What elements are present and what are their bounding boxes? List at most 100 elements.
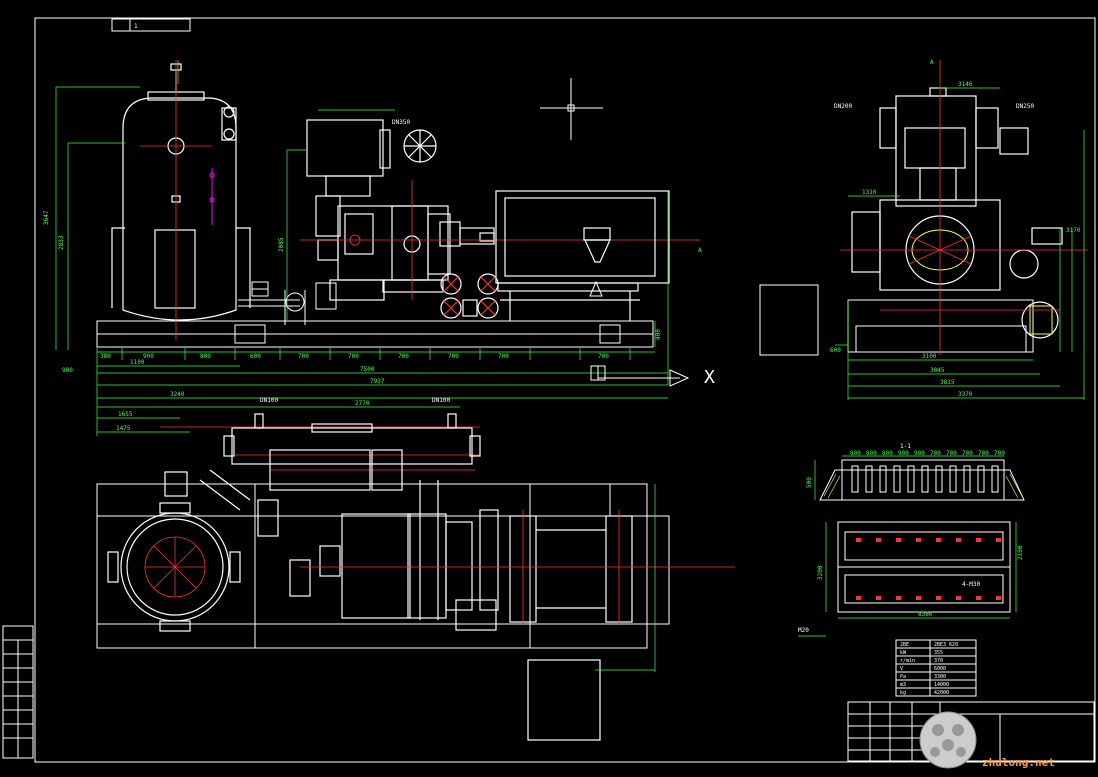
spec-row-label: Pa: [900, 674, 906, 680]
left-dim: 900: [62, 367, 73, 374]
overall-dim-2: 7937: [370, 378, 385, 385]
base-segment: 700: [498, 353, 509, 360]
heat-exchanger: [223, 413, 481, 491]
base-segment: 900: [143, 353, 154, 360]
side-dimension-lines: [835, 87, 1085, 400]
spec-row-value: 370: [934, 658, 943, 664]
crosshair: [540, 78, 603, 140]
side-dim-bottom: 3370: [958, 391, 973, 398]
side-tank: [879, 87, 1029, 207]
watermark-domain: zhulong.net: [982, 756, 1055, 769]
pump-details: [300, 180, 700, 300]
spec-row-value: 14000: [934, 682, 949, 688]
side-view: A 3146 DN200 DN250 1310 3100 3045 3815 3…: [759, 59, 1088, 400]
base-segment: 700: [398, 353, 409, 360]
foundation-segment: 900: [914, 450, 925, 457]
revision-table: [2, 625, 34, 759]
foundation-bolts: [856, 538, 1001, 600]
vacuum-pump: [317, 205, 495, 301]
side-pump-center: [840, 60, 1088, 355]
side-top-label: A: [930, 59, 934, 66]
side-dim-bottom: 3815: [940, 379, 955, 386]
side-dim-bottom: 3100: [922, 353, 937, 360]
base-segment: 700: [348, 353, 359, 360]
base-height-dim: 400: [655, 329, 662, 340]
tank-height-dim-1: 3647: [43, 210, 50, 225]
sheet-frame: [34, 17, 1096, 763]
plan-offset-dim-2: 1475: [116, 425, 131, 432]
foundation-width-dim: 3200: [817, 565, 824, 580]
motor-plan: [509, 515, 633, 741]
gearbox: [306, 119, 437, 237]
base-segment: 700: [598, 353, 609, 360]
axis-label: X: [704, 367, 715, 388]
side-right-dim: 3170: [1066, 227, 1081, 234]
side-dim-left: 1310: [862, 189, 877, 196]
foundation-segment: 700: [962, 450, 973, 457]
spec-table: 2BE 2BE3 620 kW 355 r/min 370 V 6000 Pa …: [895, 639, 977, 697]
side-left-label: DN200: [834, 103, 852, 110]
plan-dimension-lines: [96, 392, 668, 672]
plan-span-dim: 2770: [355, 400, 370, 407]
foundation-dimension-lines: [798, 455, 1017, 637]
foundation-segment: 700: [930, 450, 941, 457]
spec-row-value: 2BE3 620: [934, 642, 958, 648]
plan-offset-dim-1: 1655: [118, 411, 133, 418]
front-view: 3647 2833 2085 400 DN350 380 900 800 600…: [43, 60, 715, 392]
motor-plan-center: [300, 510, 735, 625]
foundation-depth-dim: 500: [806, 477, 813, 488]
plan-overall-dim: 3240: [170, 391, 185, 398]
watermark-logo: [919, 711, 977, 769]
foundation-width-dim: 2100: [1017, 545, 1024, 560]
motor-mark: [589, 280, 603, 297]
foundation-section: [819, 459, 1025, 501]
wheel-group: [440, 273, 499, 319]
arrow-label: A: [698, 247, 702, 254]
front-piping: [238, 281, 337, 325]
spec-row-value: 355: [934, 650, 943, 656]
front-axis: [590, 365, 690, 387]
spec-table-grid: [895, 639, 977, 697]
foundation-section-title: 1-1: [900, 443, 911, 450]
sheet-number: 1: [134, 23, 138, 30]
foundation-segment: 700: [946, 450, 957, 457]
side-right-label: DN250: [1016, 103, 1034, 110]
plan-nozzle-1: DN100: [260, 397, 278, 404]
plan-nozzle-2: DN100: [432, 397, 450, 404]
tank-plan-hatch: [144, 426, 480, 598]
foundation-plan: [837, 521, 1011, 613]
separator-tank: [111, 63, 251, 321]
foundation-length-dim: 8380: [918, 611, 933, 618]
side-top-dim: 3146: [958, 81, 973, 88]
front-dimension-lines: [55, 60, 669, 392]
foundation-bolt-label: 4-M30: [962, 581, 980, 588]
drive-motor: [495, 190, 670, 321]
spec-row-value: 6000: [934, 666, 946, 672]
spec-row-label: kg: [900, 690, 906, 696]
side-pump-accent: [911, 229, 1053, 335]
side-dim-bottom: 3045: [930, 367, 945, 374]
plan-base: [96, 483, 670, 649]
spec-row-value: 42000: [934, 690, 949, 696]
foundation-segment: 700: [994, 450, 1005, 457]
spec-row-value: 3300: [934, 674, 946, 680]
foundation-segment: 900: [898, 450, 909, 457]
tank-valve: [209, 168, 215, 225]
tank-height-dim-2: 2833: [58, 235, 65, 250]
spec-row-label: 2BE: [900, 642, 909, 648]
base-segment: 700: [448, 353, 459, 360]
plan-view: 3240 DN100 DN100 2770 1655 1475: [96, 391, 735, 741]
tank-centerline: [140, 60, 212, 340]
base-segment: 700: [298, 353, 309, 360]
foundation-segment: 800: [850, 450, 861, 457]
side-left-small: 600: [830, 347, 841, 354]
base-segment: 600: [250, 353, 261, 360]
foundation: 1-1 800 800 800 900 900 700 700 700 700 …: [798, 443, 1025, 637]
foundation-hatch: [823, 473, 1023, 499]
sub-dim: 1100: [130, 359, 145, 366]
nozzle-label: DN350: [392, 119, 410, 126]
spec-row-label: V: [900, 666, 903, 672]
tank-plan: [107, 469, 251, 632]
front-base: [96, 320, 654, 348]
